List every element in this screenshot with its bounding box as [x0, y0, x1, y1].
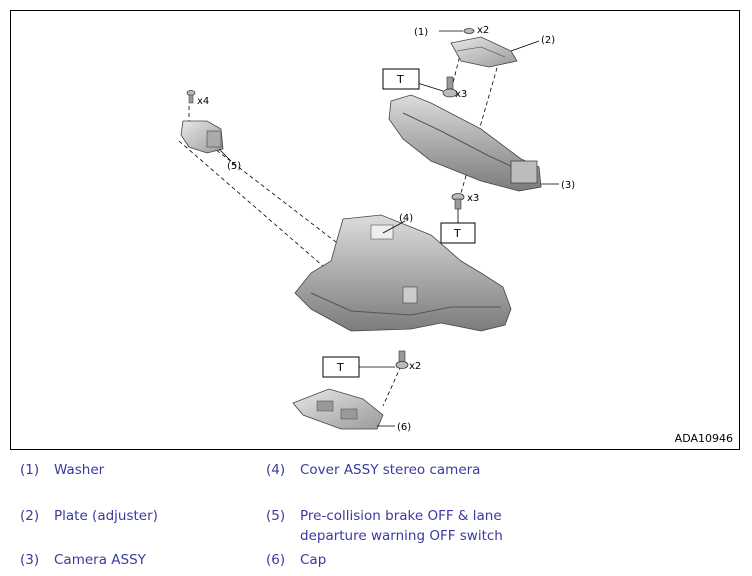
legend-num-6: (6)	[266, 552, 286, 568]
legend-text-5b: departure warning OFF switch	[300, 528, 503, 544]
qty-bottom-screw: x2	[409, 361, 421, 372]
torque-box-lower	[322, 356, 360, 378]
switch-part	[180, 120, 232, 162]
camera-assy-part	[388, 94, 559, 192]
diagram-frame: (1) x2 (2) T x3 x4 (5) (3) x3 (4) T T x2…	[10, 10, 740, 450]
callout-6: (6)	[397, 422, 411, 433]
callout-2: (2)	[541, 35, 555, 46]
legend-num-4: (4)	[266, 462, 286, 478]
callout-5: (5)	[227, 161, 241, 172]
torque-box-middle	[440, 222, 476, 244]
legend-num-1: (1)	[20, 462, 40, 478]
legend-text-1: Washer	[54, 462, 105, 478]
callout-4: (4)	[399, 213, 413, 224]
legend-num-2: (2)	[20, 508, 40, 524]
qty-washer: x2	[477, 25, 489, 36]
legend-text-2: Plate (adjuster)	[54, 508, 158, 524]
washer-part	[439, 28, 475, 34]
plate-adjuster-part	[450, 36, 540, 68]
qty-upper-screw: x3	[455, 89, 467, 100]
callout-1: (1)	[414, 27, 428, 38]
torque-box-upper	[382, 68, 420, 90]
legend-text-3: Camera ASSY	[54, 552, 146, 568]
legend-text-6: Cap	[300, 552, 327, 568]
cap-part	[292, 388, 395, 430]
legend-text-4: Cover ASSY stereo camera	[300, 462, 481, 478]
qty-switch-screw: x4	[197, 96, 209, 107]
legend-num-3: (3)	[20, 552, 40, 568]
legend-text-5a: Pre-collision brake OFF & lane	[300, 508, 502, 524]
qty-lower-screw: x3	[467, 193, 479, 204]
bottom-screw-part	[359, 350, 409, 369]
legend-num-5: (5)	[266, 508, 286, 524]
cover-assy-part	[294, 214, 512, 332]
torque-label-upper: T	[396, 73, 404, 86]
exploded-view-diagram: (1) x2 (2) T x3 x4 (5) (3) x3 (4) T T x2…	[178, 25, 575, 433]
torque-label-lower: T	[336, 361, 344, 374]
callout-3: (3)	[561, 180, 575, 191]
figure-code: ADA10946	[674, 432, 733, 445]
switch-screw-part	[186, 90, 196, 104]
torque-label-middle: T	[453, 227, 461, 240]
lower-screw-part	[451, 193, 465, 223]
